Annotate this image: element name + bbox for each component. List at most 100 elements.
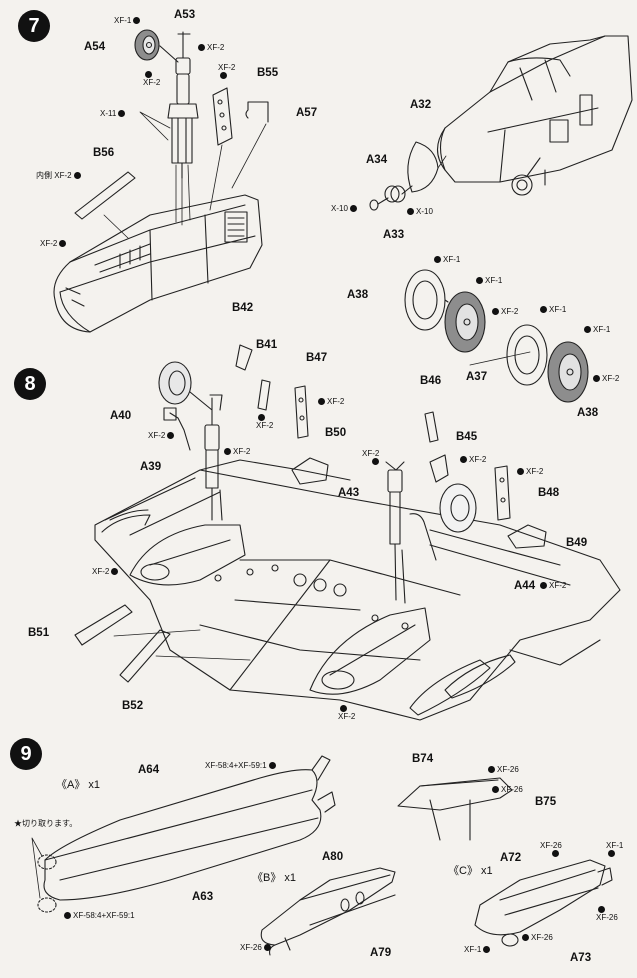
paint-callout: XF-26	[540, 842, 562, 858]
part-label-b50: B50	[325, 427, 347, 439]
part-label-a32: A32	[410, 99, 432, 111]
part-label-b49: B49	[566, 537, 588, 549]
paint-callout: XF-26	[240, 944, 273, 952]
paint-callout: X-10	[405, 208, 433, 216]
paint-callout: XF-1	[114, 17, 142, 25]
part-label-b47: B47	[306, 352, 328, 364]
part-label-a63: A63	[192, 891, 214, 903]
b74-b75-rack	[397, 777, 513, 841]
part-label-a64: A64	[138, 764, 160, 776]
step7-front-fuselage	[53, 194, 263, 333]
paint-callout: XF-2	[458, 456, 486, 464]
a64-a63-fuel-tank	[43, 755, 336, 901]
paint-callout: XF-2	[218, 64, 235, 80]
paint-callout: XF-26	[486, 766, 519, 774]
part-label-a34: A34	[366, 154, 388, 166]
cut-note: ★切り取ります。	[14, 819, 78, 828]
part-label-a33: A33	[383, 229, 405, 241]
a38-main-wheels	[506, 324, 589, 403]
part-label-b51: B51	[28, 627, 50, 639]
b56-door	[74, 171, 136, 220]
paint-callout: X-11	[100, 110, 127, 118]
paint-callout: XF-1	[432, 256, 460, 264]
b41-link	[257, 379, 271, 411]
a80-a79-launcher	[260, 867, 396, 956]
paint-callout: XF-2	[591, 375, 619, 383]
b52-panel	[119, 629, 171, 683]
step7-nose-section	[436, 35, 633, 196]
a34-a33-parts	[369, 185, 413, 211]
part-label-a72: A72	[500, 852, 522, 864]
group-label-c: 《C》 x1	[448, 865, 493, 877]
part-label-b52: B52	[122, 700, 144, 712]
paint-callout: XF-2	[148, 432, 176, 440]
step7-arrows	[103, 111, 267, 239]
b42-link	[235, 344, 253, 371]
b55-gear-door	[212, 87, 233, 146]
paint-callout: XF-26	[596, 906, 618, 922]
part-label-b46: B46	[420, 375, 442, 387]
paint-callout: XF-1	[538, 306, 566, 314]
a32-canopy-part	[407, 141, 439, 193]
part-label-b75: B75	[535, 796, 557, 808]
step-number-8: 8	[14, 368, 46, 400]
paint-callout: XF-26	[490, 786, 523, 794]
group-label-a: 《A》 x1	[56, 779, 101, 791]
paint-callout: XF-2	[40, 240, 68, 248]
cut-marks	[37, 854, 57, 913]
right-nacelle	[309, 607, 431, 695]
part-label-a80: A80	[322, 851, 344, 863]
a39-a40-gear	[158, 361, 223, 521]
part-label-a44: A44	[514, 580, 536, 592]
a43-a44-gear	[385, 411, 547, 604]
group-label-b: 《B》 x1	[252, 872, 297, 884]
part-label-a39: A39	[140, 461, 162, 473]
paint-callout: XF-2	[490, 308, 518, 316]
wing-tanks	[109, 509, 516, 716]
b50-bay	[291, 457, 329, 485]
step-number-9: 9	[10, 738, 42, 770]
paint-callout: XF-2	[362, 450, 381, 466]
paint-callout: 内側 XF-2	[36, 172, 83, 180]
paint-callout: XF-2	[143, 71, 160, 87]
part-label-a53: A53	[174, 9, 196, 21]
part-label-a54: A54	[84, 41, 106, 53]
part-label-b55: B55	[257, 67, 279, 79]
paint-callout: XF-1	[474, 277, 502, 285]
part-label-a38-lower: A38	[577, 407, 599, 419]
paint-mix-callout-bottom: XF-58:4+XF-59:1	[62, 912, 135, 920]
part-label-a38-upper: A38	[347, 289, 369, 301]
a53-nose-strut	[159, 31, 199, 179]
part-label-a37: A37	[466, 371, 488, 383]
b51-panel	[74, 604, 133, 646]
paint-callout: XF-2	[538, 582, 566, 590]
b47-door	[294, 385, 309, 439]
paint-callout: XF-2	[222, 448, 250, 456]
paint-callout: X-10	[331, 205, 359, 213]
part-label-a40: A40	[110, 410, 132, 422]
paint-callout: XF-2	[92, 568, 120, 576]
a57-rod	[245, 101, 269, 123]
paint-callout: XF-2	[515, 468, 543, 476]
part-label-b42: B42	[232, 302, 254, 314]
paint-callout: XF-1	[582, 326, 610, 334]
part-label-a79: A79	[370, 947, 392, 959]
part-label-b48: B48	[538, 487, 560, 499]
a72-a73-pod	[474, 859, 613, 947]
paint-mix-callout-top: XF-58:4+XF-59:1	[205, 762, 278, 770]
part-label-b74: B74	[412, 753, 434, 765]
part-label-a57: A57	[296, 107, 318, 119]
left-nacelle	[101, 514, 246, 586]
step-number-7: 7	[18, 10, 50, 42]
paint-callout: XF-1	[464, 946, 492, 954]
paint-callout: XF-1	[606, 842, 623, 858]
step8-wing-assembly	[94, 459, 621, 721]
paint-callout: XF-2	[338, 705, 355, 721]
part-label-a43: A43	[338, 487, 360, 499]
paint-callout: XF-26	[520, 934, 553, 942]
a37-main-wheels	[404, 269, 486, 353]
paint-callout: XF-2	[256, 414, 273, 430]
part-label-a73: A73	[570, 952, 592, 964]
